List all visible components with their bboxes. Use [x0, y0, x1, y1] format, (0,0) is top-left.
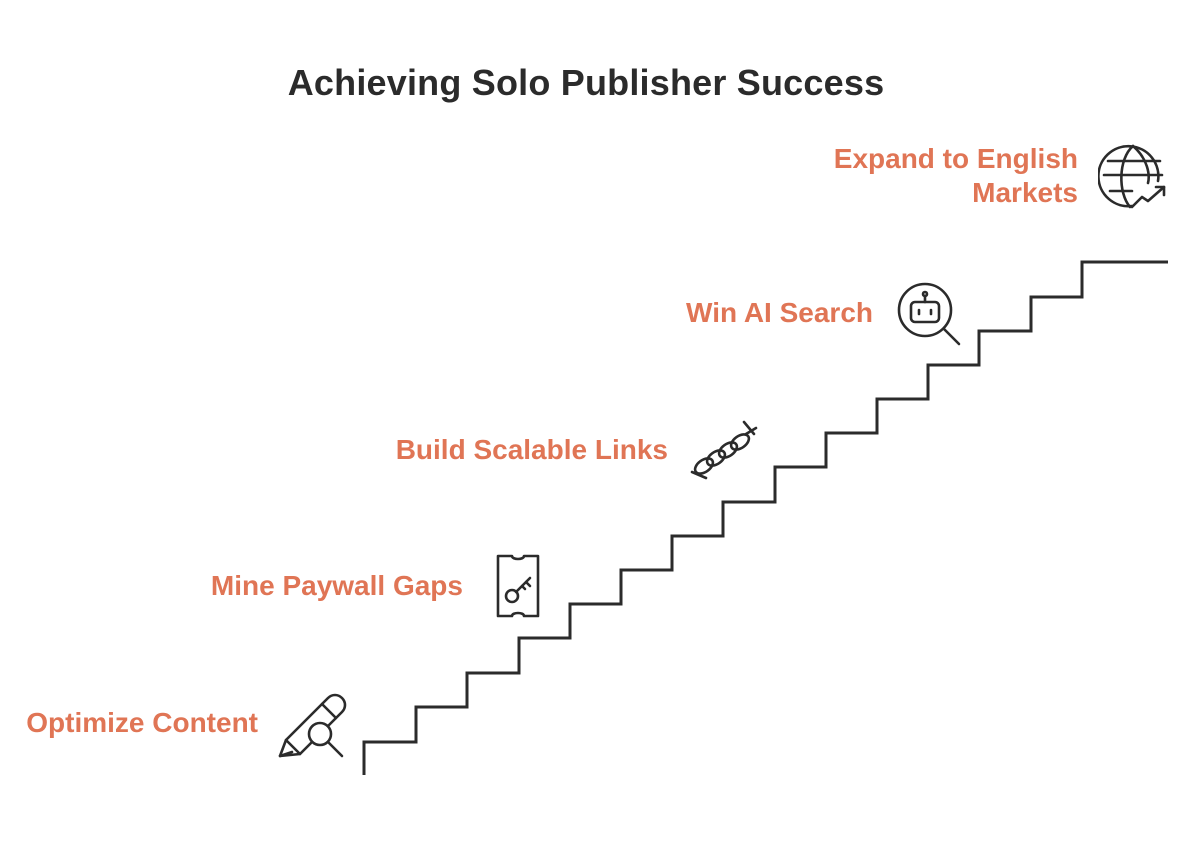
- step-label-expand-to-english-markets: Expand to English Markets: [834, 142, 1078, 210]
- step-label-line-1: Expand to English: [833, 143, 1078, 174]
- step-label-line-2: Markets: [972, 177, 1078, 208]
- step-label-build-scalable-links: Build Scalable Links: [395, 434, 668, 465]
- staircase-line: [362, 260, 1168, 775]
- robot-search-icon: [893, 278, 965, 350]
- chain-links-icon: [688, 414, 760, 486]
- step-label-optimize-content: Optimize Content: [26, 707, 258, 738]
- diagram-title: Achieving Solo Publisher Success: [287, 62, 885, 103]
- globe-growth-icon: [1098, 141, 1170, 213]
- pencil-magnifier-icon: [276, 688, 348, 760]
- key-ticket-icon: [482, 550, 554, 622]
- step-label-mine-paywall-gaps: Mine Paywall Gaps: [210, 570, 463, 601]
- step-label-win-ai-search: Win AI Search: [686, 297, 873, 328]
